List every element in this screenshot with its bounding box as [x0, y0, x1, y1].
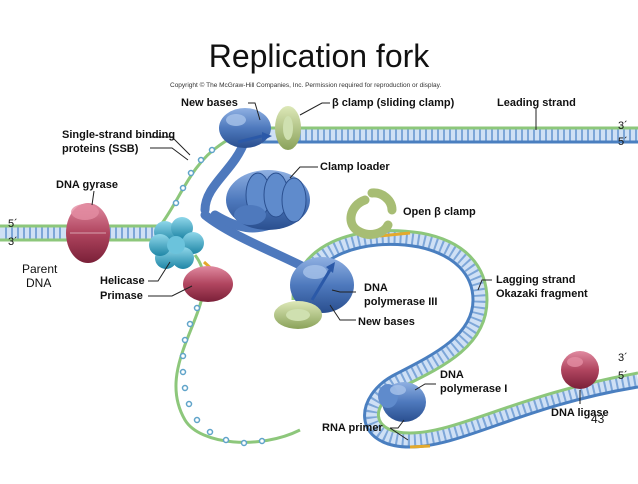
dna-polymerase-iii-lagging — [290, 257, 354, 313]
end-left-5: 5´ — [8, 218, 18, 230]
label-parent-line1: Parent — [22, 262, 58, 276]
page-title: Replication fork — [208, 38, 430, 74]
label-parent-line2: DNA — [26, 276, 52, 290]
label-lagging-line1: Lagging strand — [496, 274, 576, 286]
dna-gyrase — [66, 203, 110, 263]
label-rna-primer: RNA primer — [322, 422, 383, 434]
label-open-beta-clamp: Open β clamp — [403, 206, 476, 218]
label-beta-clamp: β clamp (sliding clamp) — [332, 97, 455, 109]
label-pol1-line2: polymerase I — [440, 383, 508, 395]
label-clamp-loader: Clamp loader — [320, 161, 390, 173]
label-leading-strand: Leading strand — [497, 97, 576, 109]
end-bottom-right-5: 5´ — [618, 370, 628, 382]
clamp-loader — [226, 170, 310, 230]
helicase — [149, 217, 204, 269]
leader-lines — [91, 102, 581, 441]
dna-polymerase-iii-leading — [219, 108, 272, 148]
end-left-3: 3´ — [8, 236, 18, 248]
dna-polymerase-i — [378, 382, 426, 422]
beta-clamp-top — [275, 106, 301, 150]
label-new-bases-bottom: New bases — [358, 316, 415, 328]
dna-ligase — [561, 351, 599, 389]
label-ssb-line2: proteins (SSB) — [62, 143, 139, 155]
end-bottom-right-3: 3´ — [618, 352, 628, 364]
primase — [183, 266, 233, 302]
leading-strand-dna — [240, 126, 638, 144]
end-top-right-3: 3´ — [618, 120, 628, 132]
page-number: 43 — [591, 412, 605, 426]
label-pol3-line1: DNA — [364, 282, 388, 294]
label-lagging-line2: Okazaki fragment — [496, 288, 588, 300]
label-dna-gyrase: DNA gyrase — [56, 179, 118, 191]
end-top-right-5: 5´ — [618, 136, 628, 148]
label-pol1-line1: DNA — [440, 369, 464, 381]
open-beta-clamp — [346, 188, 397, 239]
copyright-notice: Copyright © The McGraw-Hill Companies, I… — [170, 82, 442, 89]
label-pol3-line2: polymerase III — [364, 296, 438, 308]
label-dna-ligase: DNA ligase — [551, 407, 609, 419]
parent-dna — [0, 224, 170, 242]
ssb-dots-top — [172, 146, 216, 207]
label-ssb-line1: Single-strand binding — [62, 129, 176, 141]
label-new-bases-top: New bases — [181, 97, 238, 109]
beta-clamp-bottom — [274, 301, 322, 329]
label-primase: Primase — [100, 290, 143, 302]
label-helicase: Helicase — [100, 275, 145, 287]
